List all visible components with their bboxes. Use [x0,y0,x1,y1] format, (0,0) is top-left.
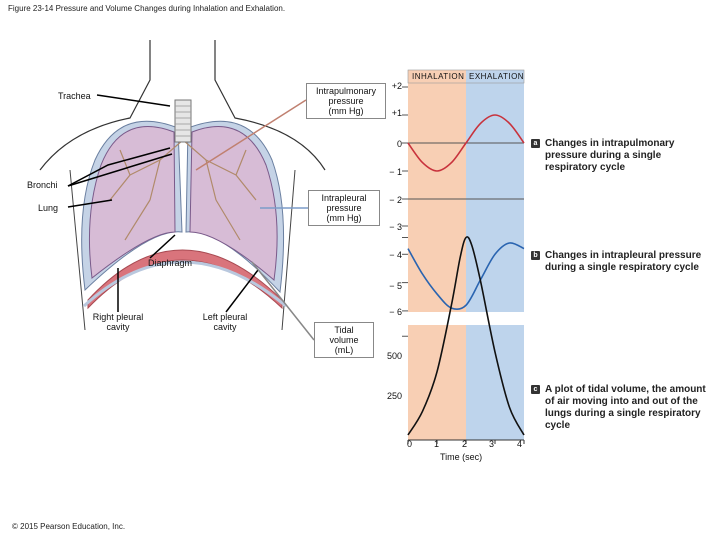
intrapulmonary-line2: pressure [328,96,364,106]
left-pleural-line2: cavity [213,322,237,332]
xtick-0: 0 [407,439,413,449]
left-lung [189,126,278,281]
left-pleural-label: Left pleural cavity [192,312,258,332]
xtick-4: 4 [517,439,523,449]
tick-a-zero: 0 [396,139,402,149]
intrapulmonary-label: Intrapulmonary pressure (mm Hg) [306,83,386,119]
tick-c-250: 250 [386,391,402,401]
tick-a-plus2: +2 [391,81,402,91]
caption-c: A plot of tidal volume, the amount of ai… [545,384,706,431]
intrapleural-curve [407,242,525,311]
figure-title: Figure 23-14 Pressure and Volume Changes… [8,4,286,13]
xtick-1: 1 [434,439,440,449]
lung-label: Lung [38,203,59,213]
intrapulmonary-line1: Intrapulmonary [315,86,377,96]
intrapulmonary-curve [407,114,525,172]
badge-b: b [531,251,540,260]
badge-c: c [531,385,540,394]
xtick-2: 2 [462,439,468,449]
tick-b-minus4: − 4 [389,250,402,260]
copyright: © 2015 Pearson Education, Inc. [12,522,126,531]
intrapulmonary-line3: (mm Hg) [328,106,364,116]
body-outline [39,40,326,171]
caption-b: Changes in intrapleural pressure during … [545,250,702,273]
panel-ab-background [402,69,525,312]
intrapleural-label: Intrapleural pressure (mm Hg) [308,190,380,226]
intrapleural-line2: pressure [326,203,362,213]
tidal-volume-line3: (mL) [334,345,354,355]
tidal-volume-line1: Tidal [334,325,354,335]
exhalation-band-ab [466,70,524,312]
xtick-3: 3 [489,439,495,449]
tick-c-500: 500 [386,351,402,361]
trachea-label: Trachea [58,91,91,101]
caption-a: Changes in intrapulmonary pressure durin… [545,138,675,173]
tick-a-minus1: − 1 [389,167,402,177]
x-axis-label: Time (sec) [440,452,483,462]
tidal-volume-label: Tidal volume (mL) [314,322,374,358]
left-pleural-line1: Left pleural [202,312,248,322]
tidal-volume-curve [407,236,525,436]
exhalation-label: EXHALATION [469,72,525,81]
trachea-shape [174,99,192,143]
right-pleural-line2: cavity [106,322,130,332]
phase-header [407,69,525,84]
exhalation-band-c [466,325,524,440]
inhalation-band-ab [408,70,466,312]
tick-a-plus1: +1 [391,108,402,118]
tick-b-minus3: − 3 [389,222,402,232]
intrapleural-line1: Intrapleural [321,193,367,203]
tick-b-minus5: − 5 [389,281,402,291]
intrapleural-line3: (mm Hg) [326,213,362,223]
inhalation-label: INHALATION [412,72,465,81]
right-pleural-label: Right pleural cavity [84,312,152,332]
tick-b-minus6: − 6 [389,307,402,317]
bronchi-label: Bronchi [27,180,58,190]
badge-a: a [531,139,540,148]
curves [407,114,525,436]
diaphragm-label: Diaphragm [148,258,193,268]
right-pleural-line1: Right pleural [92,312,144,322]
tick-a-minus2: − 2 [389,195,402,205]
tidal-volume-line2: volume [329,335,359,345]
